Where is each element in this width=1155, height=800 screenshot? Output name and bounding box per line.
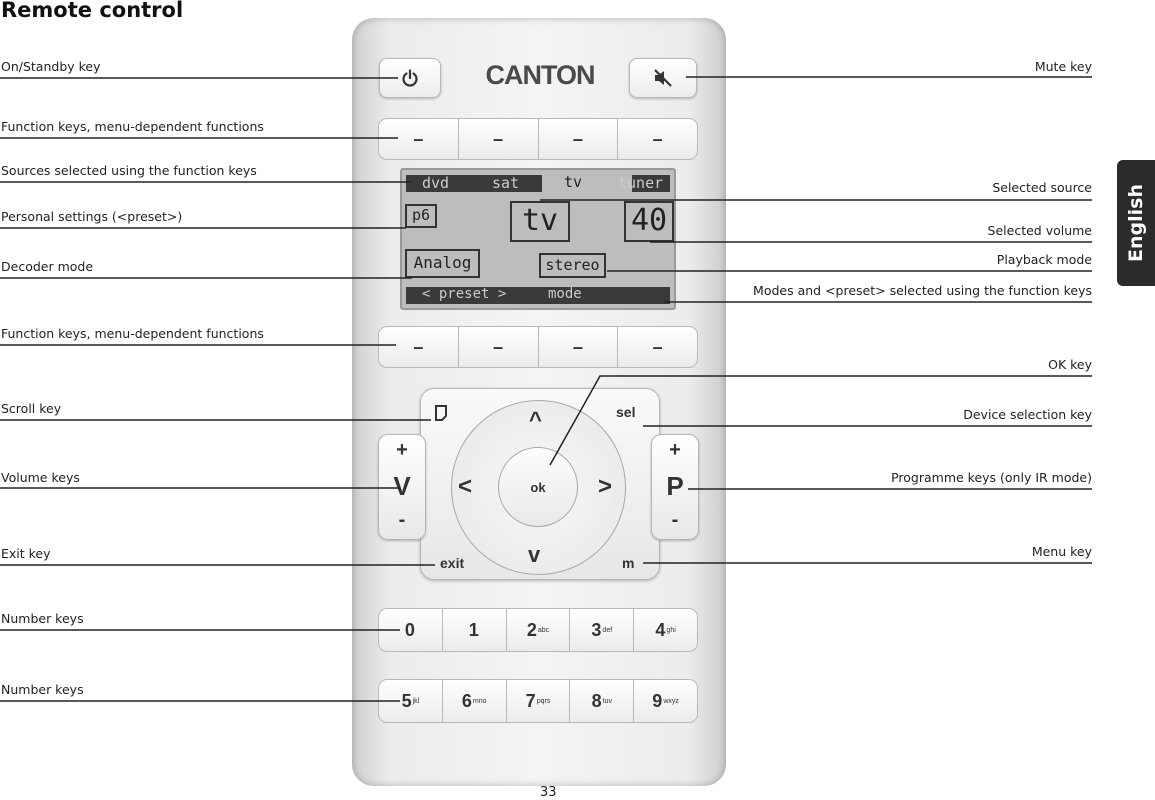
callout-number-keys-1: Number keys	[1, 611, 84, 626]
right-arrow-button[interactable]: >	[598, 473, 613, 500]
volume-display: 40	[624, 201, 674, 242]
down-arrow-button[interactable]: v	[528, 542, 541, 567]
programme-label: P	[666, 471, 684, 501]
programme-rocker[interactable]: + P -	[651, 434, 699, 540]
ok-button[interactable]: ok	[498, 447, 578, 527]
callout-function-keys-top: Function keys, menu-dependent functions	[1, 119, 264, 134]
mute-icon	[654, 69, 672, 87]
callout-modes-preset: Modes and <preset> selected using the fu…	[753, 283, 1092, 298]
volume-down-label: -	[398, 509, 406, 531]
menu-button[interactable]: m	[622, 555, 635, 571]
brand-logo: CANTON	[485, 59, 595, 90]
preset-indicator: p6	[405, 204, 437, 228]
source-dvd: dvd	[422, 174, 450, 192]
up-arrow-button[interactable]: ^	[529, 407, 542, 432]
callout-exit-key: Exit key	[1, 546, 51, 561]
callout-on-standby-key: On/Standby key	[1, 59, 101, 74]
callout-playback-mode: Playback mode	[996, 252, 1092, 267]
scroll-button[interactable]	[434, 404, 452, 424]
softkey-preset-label: < preset >	[422, 286, 507, 302]
callout-volume-keys: Volume keys	[1, 470, 80, 485]
callout-sources-selected: Sources selected using the function keys	[1, 163, 257, 178]
decoder-mode-display: Analog	[405, 249, 480, 278]
function-key-5[interactable]: –	[378, 326, 459, 368]
page-number: 33	[540, 785, 557, 800]
power-icon	[402, 69, 418, 87]
volume-rocker[interactable]: + V -	[378, 434, 426, 540]
callout-device-selection-key: Device selection key	[963, 407, 1092, 422]
language-tab: English	[1117, 160, 1155, 286]
source-tuner: tuner	[618, 174, 664, 192]
lcd-display: dvd sat tv tuner p6 tv 40 Analog stereo …	[400, 168, 676, 310]
selected-source-display: tv	[510, 201, 570, 242]
programme-up-label: +	[669, 439, 681, 461]
playback-mode-display: stereo	[539, 253, 606, 278]
page-title: Remote control	[1, 0, 184, 22]
callout-menu-key: Menu key	[1031, 544, 1092, 559]
function-key-2[interactable]: –	[457, 118, 539, 160]
function-keys-top: – – – –	[378, 118, 698, 160]
callout-number-keys-2: Number keys	[1, 682, 84, 697]
softkey-bar	[406, 287, 670, 304]
callout-selected-volume: Selected volume	[987, 223, 1092, 238]
number-key-0[interactable]: 0	[378, 608, 443, 652]
callout-decoder-mode: Decoder mode	[1, 259, 94, 274]
function-keys-bottom: – – – –	[378, 326, 698, 368]
function-key-3[interactable]: –	[537, 118, 619, 160]
callout-selected-source: Selected source	[992, 180, 1092, 195]
function-key-1[interactable]: –	[378, 118, 459, 160]
sel-button[interactable]: sel	[616, 404, 636, 420]
function-key-4[interactable]: –	[617, 118, 698, 160]
volume-label: V	[393, 471, 411, 501]
programme-down-label: -	[671, 509, 679, 531]
source-tv: tv	[542, 173, 632, 192]
callout-programme-keys: Programme keys (only IR mode)	[891, 470, 1092, 485]
function-key-8[interactable]: –	[617, 326, 698, 368]
callout-ok-key: OK key	[1048, 357, 1092, 372]
mute-button[interactable]	[629, 58, 697, 98]
softkey-mode-label: mode	[548, 286, 582, 302]
left-arrow-button[interactable]: <	[458, 473, 473, 500]
callout-scroll-key: Scroll key	[1, 401, 62, 416]
language-tab-label: English	[1125, 184, 1147, 262]
source-sat: sat	[492, 174, 520, 192]
callout-personal-settings: Personal settings (<preset>)	[1, 209, 183, 224]
callout-function-keys-bottom: Function keys, menu-dependent functions	[1, 326, 264, 341]
volume-up-label: +	[396, 439, 408, 461]
callout-mute-key: Mute key	[1034, 59, 1092, 74]
exit-button[interactable]: exit	[440, 555, 465, 571]
scroll-icon	[435, 405, 447, 421]
